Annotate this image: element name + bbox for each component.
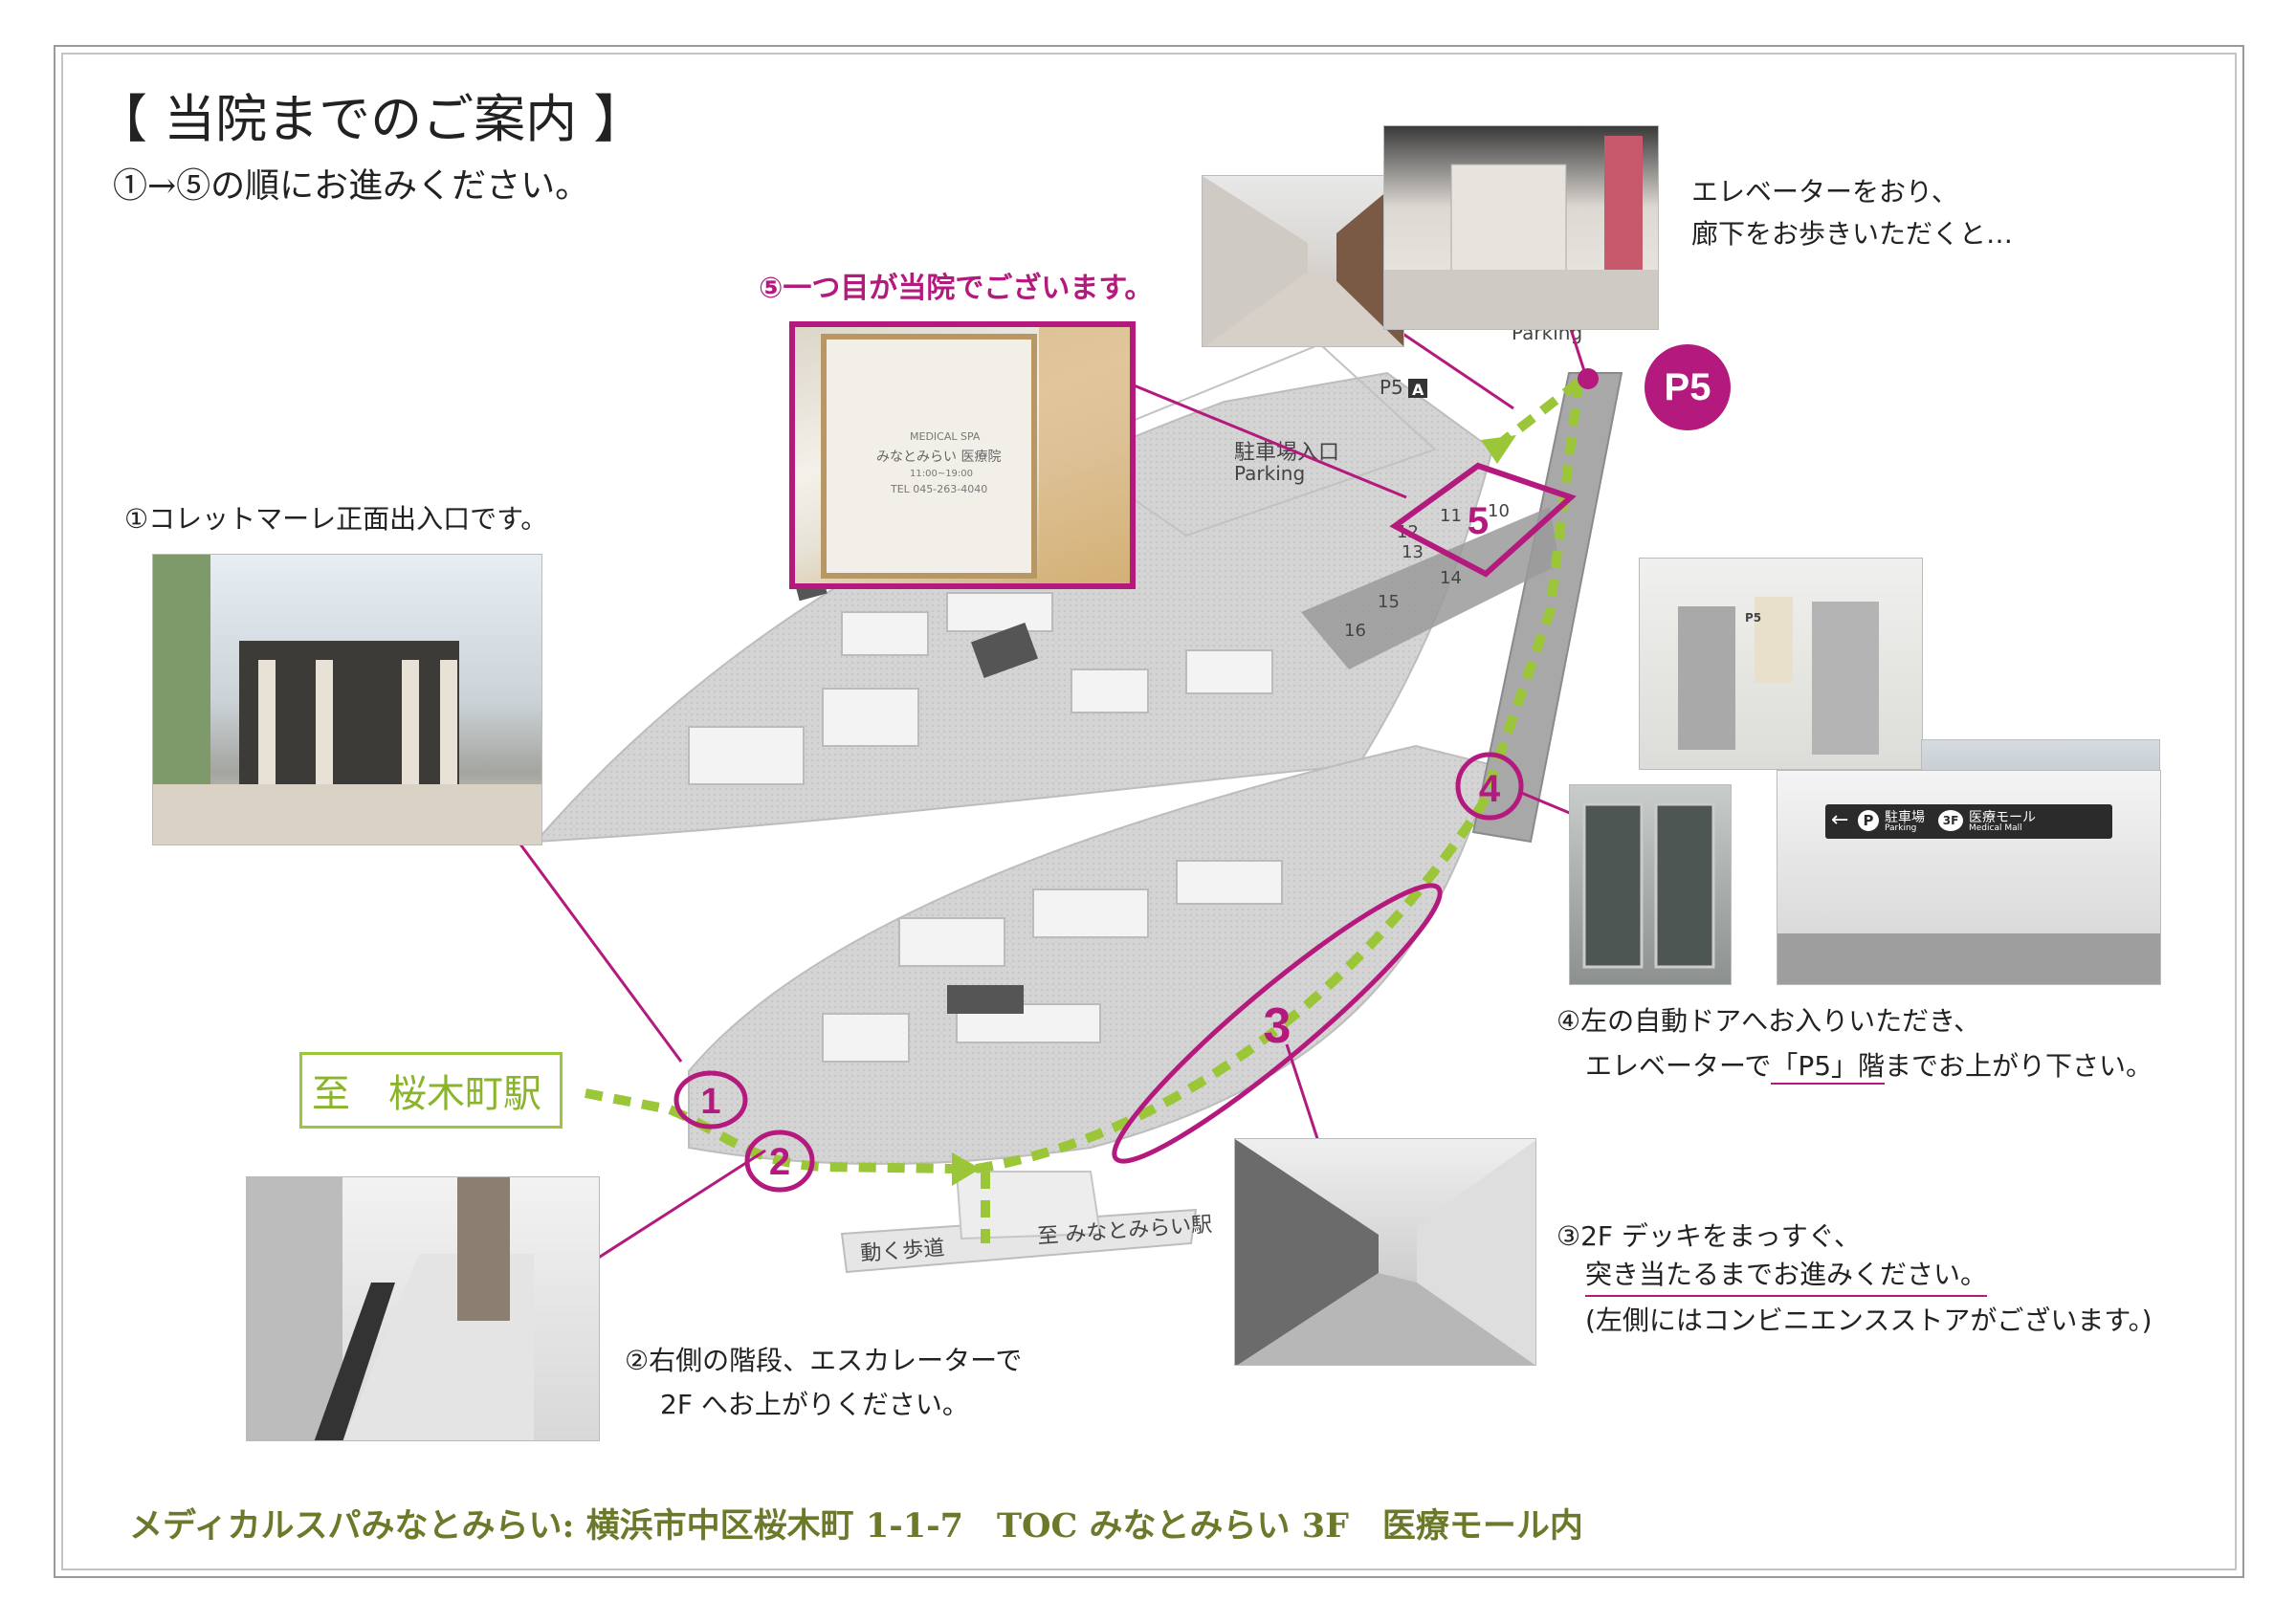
map-deck xyxy=(955,1171,1102,1240)
route-arrow-p5 xyxy=(1481,435,1516,464)
step3-line1: ③2F デッキをまっすぐ、 xyxy=(1556,1220,1861,1252)
photo-collet-mare-entrance xyxy=(152,554,542,845)
map-label-p5: P5 xyxy=(1380,376,1403,399)
parking-stall-13: 13 xyxy=(1402,542,1424,562)
svg-text:4: 4 xyxy=(1479,768,1501,810)
parking-stall-10: 10 xyxy=(1488,501,1510,521)
parking-sign-board: ← P 駐車場 Parking 3F 医療モール Medical Mall xyxy=(1825,804,2112,839)
sign-arrow-left: ← xyxy=(1831,808,1849,832)
photo-elevator-hall: P5 xyxy=(1639,558,1923,770)
photo-corridor xyxy=(1202,175,1404,347)
outer-frame xyxy=(54,45,2244,1578)
map-parking-area xyxy=(1301,507,1559,669)
svg-text:3: 3 xyxy=(1264,998,1292,1054)
elevator-exit-line1: エレベーターをおり、 xyxy=(1691,176,1958,208)
step3-highlight-ellipse xyxy=(1112,883,1443,1164)
svg-text:5: 5 xyxy=(1468,500,1489,542)
door-sign-line1: MEDICAL SPA xyxy=(910,430,981,443)
page-subtitle: ①→⑤の順にお進みください。 xyxy=(113,166,590,206)
step4-line2: エレベーターで「P5」階までお上がり下さい。 xyxy=(1585,1044,2152,1088)
sign-mall-jp: 医療モール xyxy=(1969,810,2036,825)
sign-p-icon: P xyxy=(1858,810,1879,831)
door-sign-tel: TEL 045-263-4040 xyxy=(891,483,988,495)
parking-stall-15: 15 xyxy=(1378,592,1400,612)
step-marker-3: 3 xyxy=(1264,998,1292,1054)
photo-auto-door xyxy=(1569,784,1732,985)
parking-stall-11: 11 xyxy=(1440,506,1462,526)
sign-mall-en: Medical Mall xyxy=(1969,823,2022,833)
map-label-p5-marker-bg xyxy=(1408,379,1427,398)
map-interior-blocks xyxy=(688,592,1283,1063)
step3-line3: (左側にはコンビニエンスストアがございます。) xyxy=(1585,1305,2152,1336)
photo-clinic-door: MEDICAL SPA みなとみらい 医療院 11:00~19:00 TEL 0… xyxy=(789,321,1136,589)
svg-text:1: 1 xyxy=(700,1082,720,1122)
door-sign-hours: 11:00~19:00 xyxy=(910,469,974,479)
photo-stairs-escalator xyxy=(246,1176,600,1441)
step-marker-2: 2 xyxy=(744,1130,815,1193)
step1-caption: ①コレットマーレ正面出入口です。 xyxy=(124,503,548,535)
photo-parking-sign-hall: ← P 駐車場 Parking 3F 医療モール Medical Mall xyxy=(1777,770,2161,985)
destination-sakuragicho: 至 桜木町駅 xyxy=(299,1052,563,1129)
step5-caption: ⑤一つ目が当院でございます。 xyxy=(759,272,1154,305)
map-label-parking-entrance-jp: 駐車場入口 xyxy=(1234,441,1339,465)
step-marker-4: 4 xyxy=(1455,752,1524,821)
clinic-address: メディカルスパみなとみらい: 横浜市中区桜木町 1-1-7 TOC みなとみらい… xyxy=(129,1506,1583,1546)
step3-line2: 突き当たるまでお進みください。 xyxy=(1585,1256,1988,1297)
step-marker-5: 5 xyxy=(1389,462,1577,578)
map-label-walkway: 動く歩道 xyxy=(860,1237,946,1266)
parking-stall-14: 14 xyxy=(1440,568,1462,588)
sign-parking-en: Parking xyxy=(1885,823,1917,833)
photo-2f-deck xyxy=(1234,1138,1536,1366)
route-arrow-east xyxy=(952,1152,981,1186)
step4-line2-highlight: 「P5」階 xyxy=(1771,1050,1886,1085)
inner-frame xyxy=(61,53,2237,1570)
p5-badge: P5 xyxy=(1645,344,1731,430)
door-sign-line2: みなとみらい 医療院 xyxy=(876,450,1002,465)
elevator-dot xyxy=(1578,368,1599,389)
elevator-exit-line2: 廊下をお歩きいただくと… xyxy=(1691,218,2014,250)
step4-line2-prefix: エレベーターで xyxy=(1585,1050,1772,1082)
connector-lines xyxy=(508,322,1588,1269)
parking-stall-16: 16 xyxy=(1344,621,1366,641)
step-marker-1: 1 xyxy=(673,1070,748,1130)
svg-text:2: 2 xyxy=(769,1141,790,1183)
sign-floor: 3F xyxy=(1938,810,1963,831)
step2-line1: ②右側の階段、エスカレーターで xyxy=(625,1345,1023,1376)
page-title: 【 当院までのご案内 】 xyxy=(96,89,646,149)
map-label-parking-entrance-en: Parking xyxy=(1234,462,1305,485)
elevator-floor-label: P5 xyxy=(1745,611,1762,625)
step4-line1: ④左の自動ドアへお入りいただき、 xyxy=(1556,1005,1981,1037)
sign-parking-jp: 駐車場 xyxy=(1885,810,1925,825)
map-label-p5-marker: A xyxy=(1412,381,1424,399)
step2-line2: 2F へお上がりください。 xyxy=(660,1389,969,1420)
photo-elevator-exit xyxy=(1383,125,1659,330)
step4-line2-suffix: までお上がり下さい。 xyxy=(1885,1050,2153,1082)
